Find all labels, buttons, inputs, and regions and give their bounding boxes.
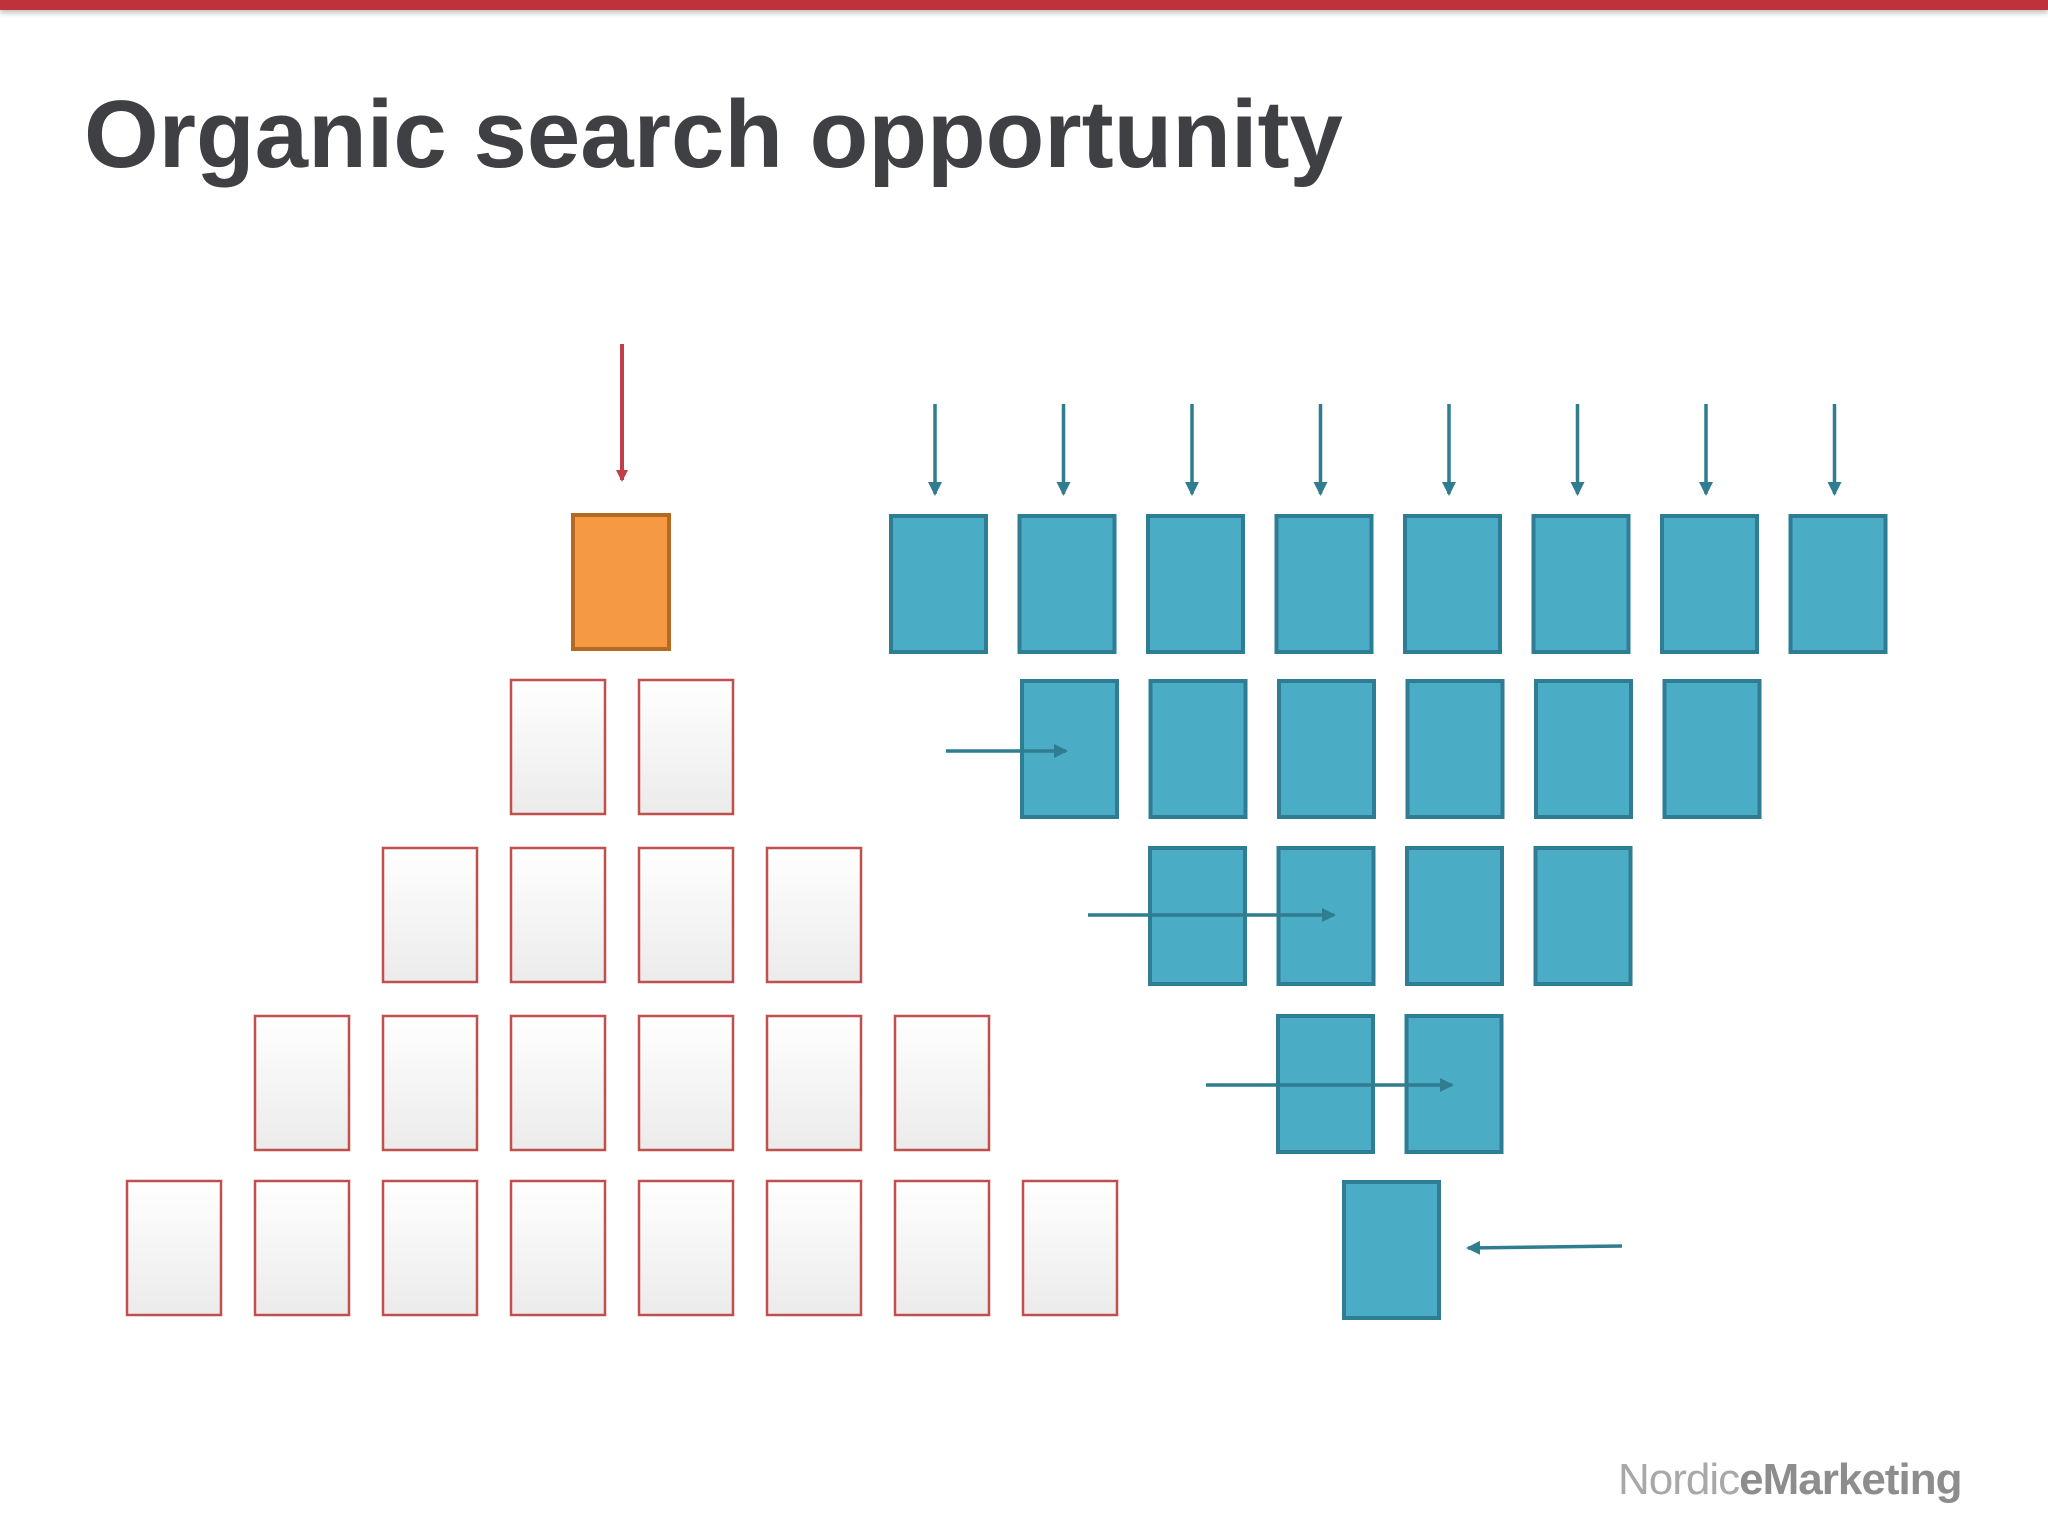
outlined-result-box [381,846,479,984]
teal-left-arrow [1466,1240,1623,1255]
outlined-result-box [253,1014,351,1152]
logo-text-emarketing: eMarketing [1739,1455,1962,1504]
blue-result-box [1342,1180,1441,1320]
outlined-result-box [509,846,607,984]
blue-result-box [1660,514,1759,654]
outlined-result-box [509,1014,607,1152]
blue-result-box [1531,514,1631,654]
blue-result-box [1534,679,1633,819]
outlined-result-box [1021,1179,1119,1317]
boxes-layer [125,513,1888,1320]
outlined-result-box [637,1014,735,1152]
outlined-result-box [637,846,735,984]
blue-result-box [1274,514,1374,654]
outlined-result-box [893,1179,991,1317]
outlined-result-box [893,1014,991,1152]
blue-result-box [1405,846,1504,986]
blue-result-box [1533,846,1633,986]
blue-result-box [1148,679,1248,819]
blue-result-box [1405,679,1505,819]
outlined-result-box [765,1179,863,1317]
blue-result-box [889,514,988,654]
outlined-result-box [381,1179,479,1317]
blue-result-box [1017,514,1117,654]
blue-result-box [1403,514,1502,654]
outlined-result-box [637,678,735,816]
blue-result-box [1020,679,1119,819]
outlined-result-box [253,1179,351,1317]
blue-result-box [1788,514,1888,654]
outlined-result-box [509,1179,607,1317]
slide-title: Organic search opportunity [84,81,1343,188]
outlined-result-box [637,1179,735,1317]
company-logo: NordiceMarketing [1618,1455,1962,1504]
outlined-result-box [125,1179,223,1317]
outlined-result-box [509,678,607,816]
outlined-result-box [765,1014,863,1152]
blue-result-box [1277,679,1376,819]
arrows-layer [616,344,1842,1255]
outlined-result-box [381,1014,479,1152]
top-accent-bar [0,0,2048,10]
logo-text-nordic: Nordic [1618,1455,1740,1504]
blue-result-box [1662,679,1762,819]
top-result-box [571,513,671,651]
outlined-result-box [765,846,863,984]
blue-result-box [1146,514,1245,654]
